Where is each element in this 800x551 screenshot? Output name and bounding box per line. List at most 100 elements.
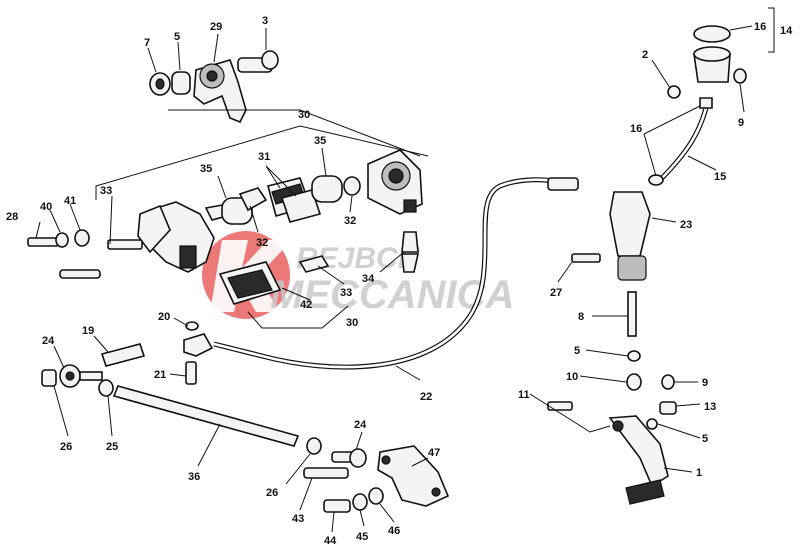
part-9-nut-pedal	[661, 374, 675, 390]
callout-31: 31	[258, 151, 270, 163]
callout-35-left: 35	[200, 163, 212, 175]
part-16-clamp-bottom	[648, 174, 664, 186]
callout-46: 46	[388, 525, 400, 537]
callout-40: 40	[40, 201, 52, 213]
callout-28: 28	[6, 211, 18, 223]
callout-30-bottom: 30	[346, 317, 358, 329]
part-1-pedal-pad	[625, 479, 665, 505]
callout-33-clip: 33	[340, 287, 352, 299]
callout-21: 21	[154, 369, 166, 381]
leader-35-right	[321, 147, 327, 177]
part-33-bolt	[107, 239, 143, 250]
part-33-clip	[298, 255, 330, 273]
part-14-cap	[693, 25, 731, 43]
leader-9-top	[739, 83, 745, 113]
part-35-piston-right	[311, 175, 343, 203]
leader-16-a	[643, 105, 701, 135]
callout-19: 19	[82, 325, 94, 337]
part-1-pivot	[612, 420, 624, 432]
callout-36: 36	[188, 471, 200, 483]
callout-5-top: 5	[574, 345, 580, 357]
callout-24-center: 24	[354, 419, 367, 431]
leader-5-bottom	[657, 423, 701, 439]
part-44-bolt	[323, 499, 351, 513]
part-20-clevis	[183, 333, 214, 357]
leader-25	[107, 395, 113, 437]
leader-27	[557, 261, 573, 283]
part-43-bolt	[303, 467, 349, 479]
part-33-pin	[59, 269, 101, 279]
leader-29	[213, 33, 219, 63]
part-25-nut	[98, 379, 114, 397]
part-5-nut-top	[627, 350, 641, 362]
callout-8: 8	[578, 311, 584, 323]
callout-44: 44	[324, 535, 337, 547]
leader-16-b	[643, 133, 657, 177]
leader-10	[579, 375, 627, 383]
leader-23	[651, 217, 677, 223]
part-45-washer	[352, 493, 368, 511]
leader-20	[173, 317, 189, 327]
leader-lines	[35, 7, 775, 533]
callout-22: 22	[420, 391, 432, 403]
callout-47: 47	[428, 447, 440, 459]
leader-26-center	[285, 453, 311, 485]
leader-24-left	[53, 345, 65, 369]
leader-43	[299, 477, 313, 511]
part-4-bushing	[171, 71, 191, 95]
part-20-washer-top	[185, 321, 199, 331]
caliper-bore-hole	[388, 168, 404, 184]
leader-31-a	[265, 165, 281, 189]
callout-5-bottom: 5	[702, 433, 708, 445]
callout-26-center: 26	[266, 487, 278, 499]
part-11-bolt	[547, 401, 573, 411]
leader-5-top	[585, 349, 629, 357]
leader-4	[177, 41, 181, 71]
bracket-assembly-top	[149, 50, 279, 124]
part-32-seal-left	[238, 187, 268, 212]
part-32-seal-right	[343, 176, 361, 196]
callout-13: 13	[704, 401, 716, 413]
callout-43: 43	[292, 513, 304, 525]
part-34-bleed-screw	[401, 231, 419, 253]
leader-46	[379, 503, 395, 523]
part-22-hose-inner	[213, 178, 567, 369]
leader-7	[147, 47, 157, 73]
caliper-side	[137, 204, 171, 254]
part-27-bolt	[571, 253, 601, 263]
hose-fitting	[547, 177, 579, 191]
part-15-hose	[658, 107, 709, 182]
callout-9-pedal: 9	[702, 377, 708, 389]
part-26-nut-center	[306, 437, 322, 455]
part-19-adjuster	[100, 343, 146, 367]
callout-25: 25	[106, 441, 118, 453]
part-2-screw	[667, 85, 681, 99]
part-29-hole	[206, 70, 218, 82]
part-42-pad-friction	[227, 269, 273, 299]
caliper-port	[179, 245, 197, 269]
leader-12-brace	[768, 7, 775, 53]
callout-26-left: 26	[60, 441, 72, 453]
part-24-rod-end-left-shank	[79, 371, 103, 381]
callout-23: 23	[680, 219, 692, 231]
part-7-hole	[155, 78, 165, 90]
leader-2	[651, 59, 671, 89]
leader-28	[35, 221, 41, 239]
callout-20: 20	[158, 311, 170, 323]
callout-27: 27	[550, 287, 562, 299]
leader-32-right	[349, 195, 353, 213]
callout-35-right: 35	[314, 135, 326, 147]
leader-40	[49, 209, 61, 233]
leader-42	[281, 287, 311, 301]
part-26-nut-left	[41, 369, 57, 387]
leader-36	[197, 423, 221, 467]
leader-11	[529, 393, 611, 433]
part-5-nut-bottom	[646, 418, 658, 430]
leader-30-bottom	[247, 305, 349, 329]
part-23-boot	[617, 255, 647, 281]
part-41-nut	[74, 229, 90, 247]
part-47-hole-a	[381, 455, 391, 465]
part-12-reservoir-top	[693, 46, 731, 62]
callout-12: 14	[780, 25, 793, 37]
callout-14: 16	[754, 21, 766, 33]
